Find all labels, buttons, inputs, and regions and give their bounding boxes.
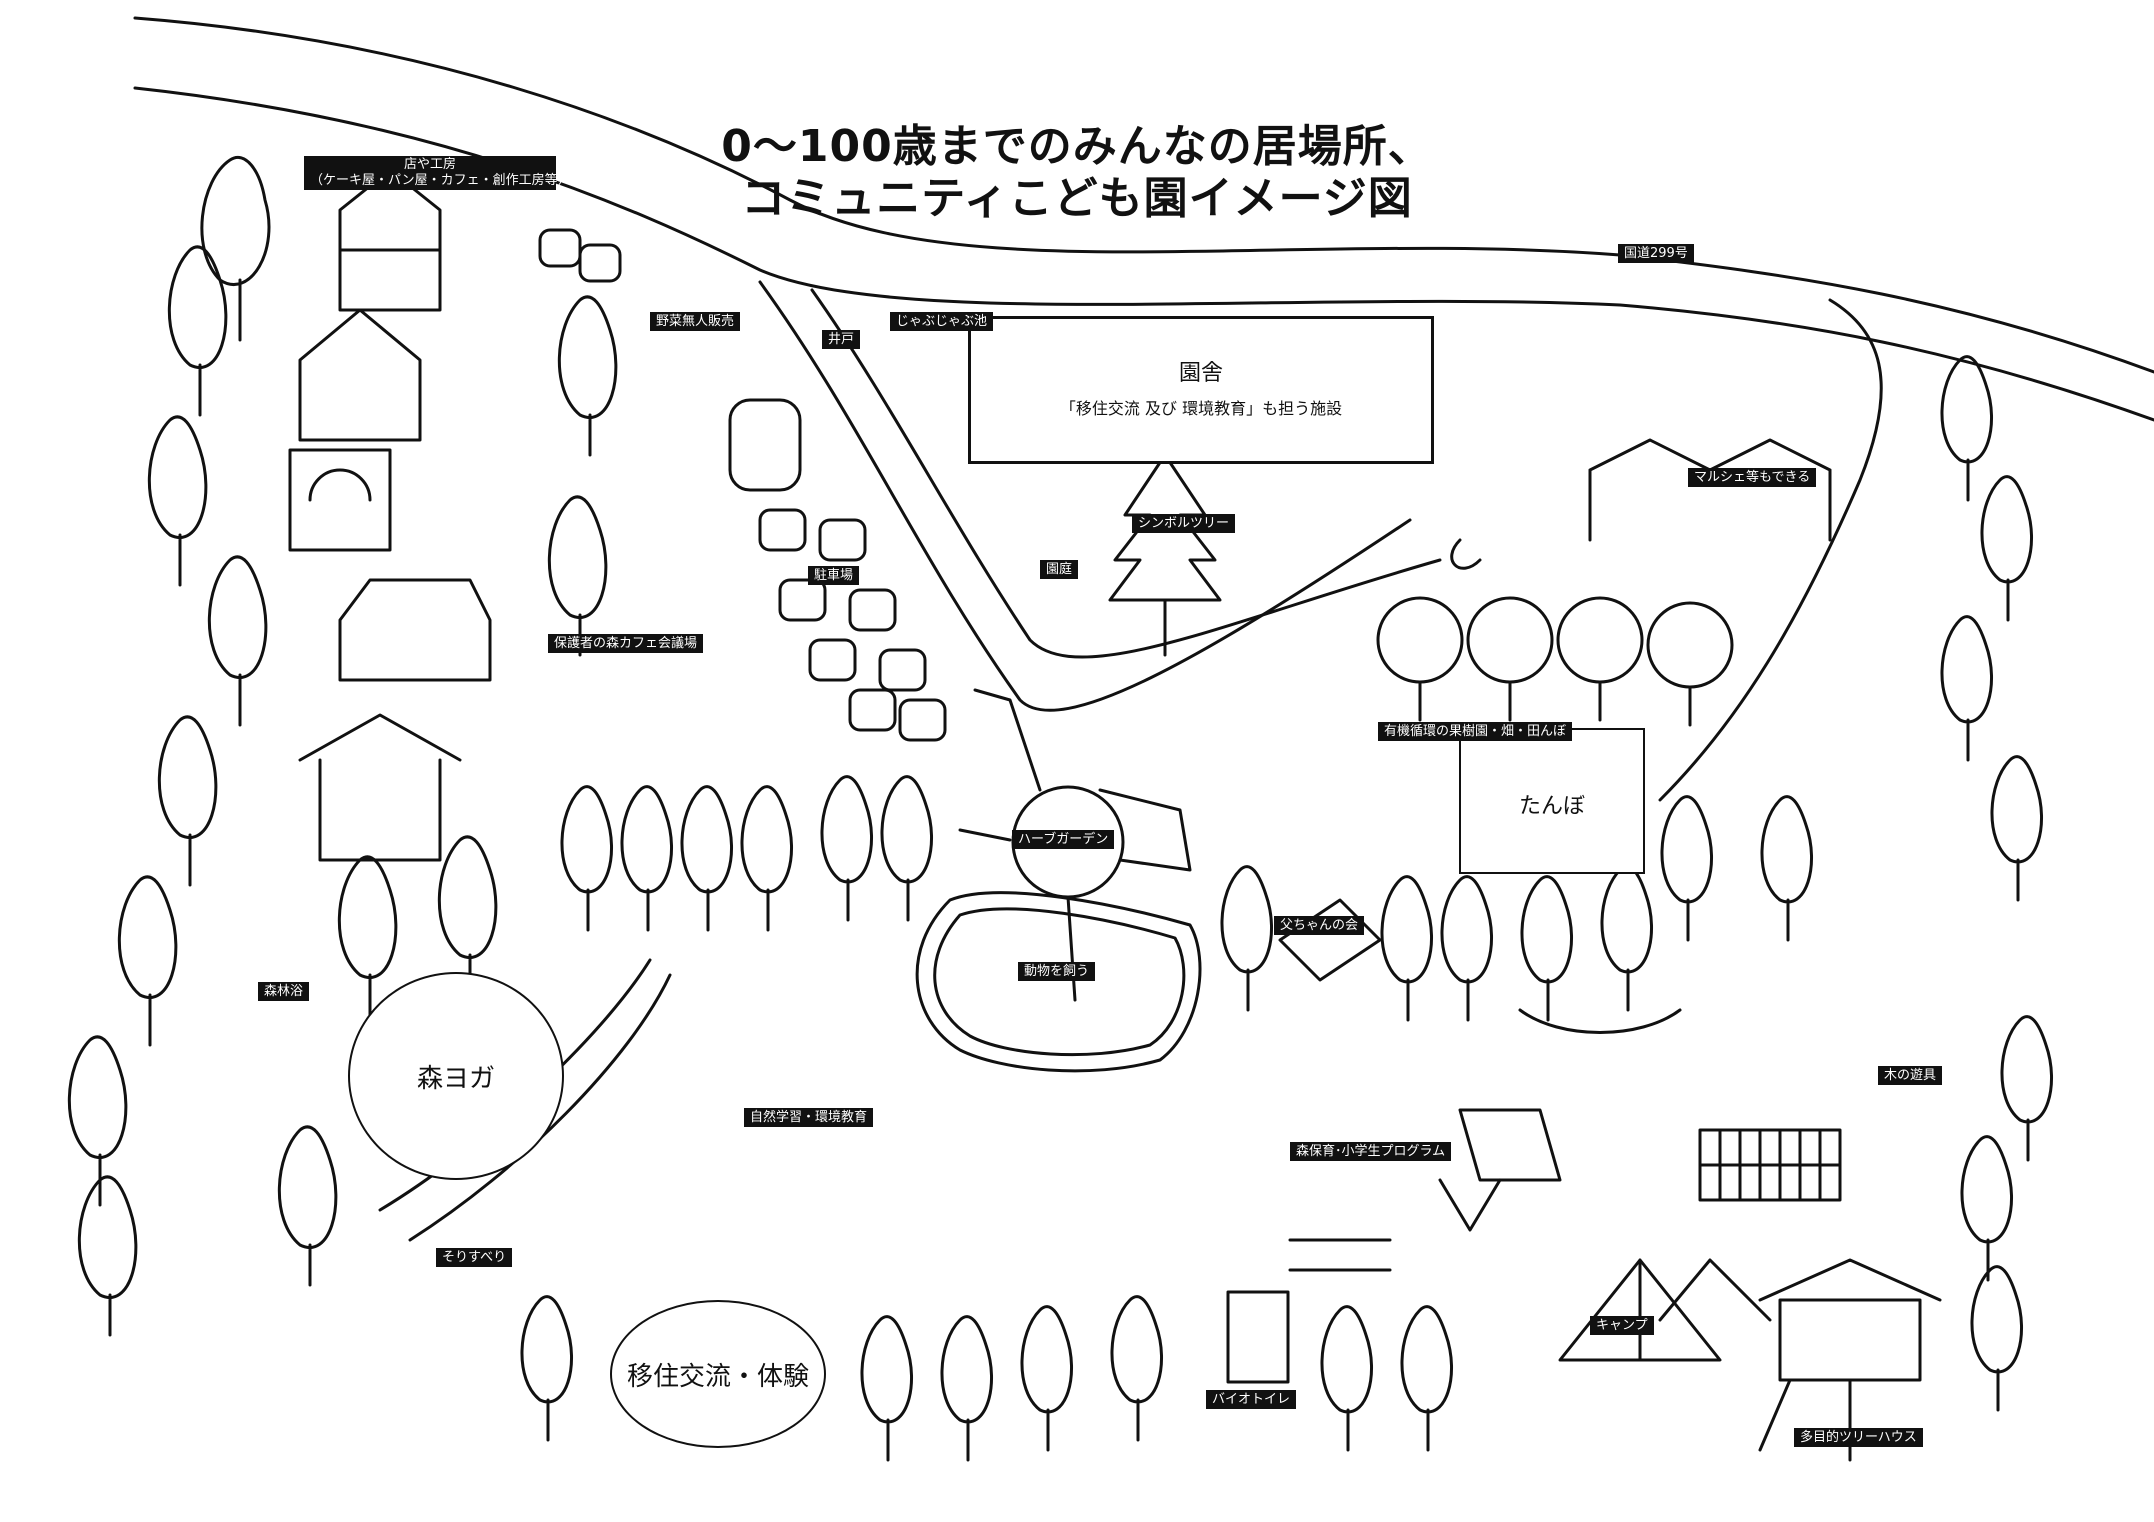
label-parking[interactable]: 駐車場 [808,566,860,585]
parked-cars [538,228,947,742]
camp-tent-1 [1558,1258,1722,1362]
label-splash-pond[interactable]: じゃぶじゃぶ池 [890,312,994,331]
tree-row-middle [520,775,1654,1462]
rice-paddy-label: たんぼ [1518,794,1585,819]
label-nature-study[interactable]: 自然学習・環境教育 [744,1108,874,1127]
label-forest-program[interactable]: 森保育･小学生プログラム [1290,1142,1452,1161]
label-tree-house[interactable]: 多目的ツリーハウス [1794,1428,1923,1447]
title-line-2: コミュニティこども園イメージ図 [741,173,1413,224]
bbq-hut [298,713,462,862]
school-subtitle: 「移住交流 及び 環境教育」も担う施設 [1059,399,1343,418]
forest-program-pallet [1458,1108,1562,1182]
label-bio-toilet[interactable]: バイオトイレ [1206,1390,1297,1409]
label-orchard[interactable]: 有機循環の果樹園・畑・田んぼ [1378,722,1573,741]
forest-yoga-area[interactable]: 森ヨガ [348,972,564,1180]
camp-tent-2 [1658,1258,1772,1322]
bio-toilet-box [1226,1290,1290,1384]
road-upper-edge [133,16,2154,374]
label-marche[interactable]: マルシェ等もできる [1688,468,1817,487]
symbol-tree [1108,453,1222,657]
school-building[interactable]: 園舎 「移住交流 及び 環境教育」も担う施設 [968,316,1434,464]
rice-paddy[interactable]: たんぼ [1459,728,1645,874]
label-animals[interactable]: 動物を飼う [1018,962,1096,981]
title-line-1: 0〜100歳までのみんなの居場所、 [721,121,1433,172]
marche-canopy [1588,438,1832,542]
tree-cluster-left [67,156,618,1337]
animal-fence [915,891,1202,1073]
hammock [1518,1008,1682,1034]
label-forest-bath[interactable]: 森林浴 [258,982,310,1001]
label-shops-line1: 店や工房 [403,157,456,172]
driveway-outer [758,280,1883,802]
shop-building-2 [298,308,422,442]
animal-fence-inner [933,907,1186,1057]
label-herb-garden[interactable]: ハーブガーデン [1012,830,1115,849]
pizza-oven [288,448,392,552]
herb-garden-path [958,688,1192,1002]
label-dads-club[interactable]: 父ちゃんの会 [1274,916,1365,935]
label-vegetable-stand[interactable]: 野菜無人販売 [650,312,741,331]
label-wood-play[interactable]: 木の遊具 [1878,1066,1943,1085]
label-parent-cafe[interactable]: 保護者の森カフェ会議場 [548,634,704,653]
label-shops[interactable]: 店や工房 （ケーキ屋・パン屋・カフェ・創作工房等） [304,156,571,190]
label-camp[interactable]: キャンプ [1590,1316,1654,1335]
orchard-trees [1376,596,1734,727]
label-road: 国道299号 [1618,244,1694,263]
dads-swing-bridge [1278,898,1382,982]
label-garden[interactable]: 園庭 [1040,560,1079,579]
tree-house [1758,1258,1942,1462]
label-symbol-tree[interactable]: シンボルツリー [1132,514,1236,533]
migration-exchange-area[interactable]: 移住交流・体験 [610,1300,826,1448]
logs [1288,1178,1502,1272]
market-stall [338,578,492,682]
label-sledding[interactable]: そりすべり [436,1248,513,1267]
label-shops-line2: （ケーキ屋・パン屋・カフェ・創作工房等） [310,173,571,188]
wood-play-net [1698,1128,1842,1202]
driveway-inner [810,288,1482,659]
label-well[interactable]: 井戸 [822,330,861,349]
tree-cluster-right [1660,355,2054,1412]
school-title: 園舎 [1178,361,1223,386]
sled-slope-2 [408,973,672,1242]
